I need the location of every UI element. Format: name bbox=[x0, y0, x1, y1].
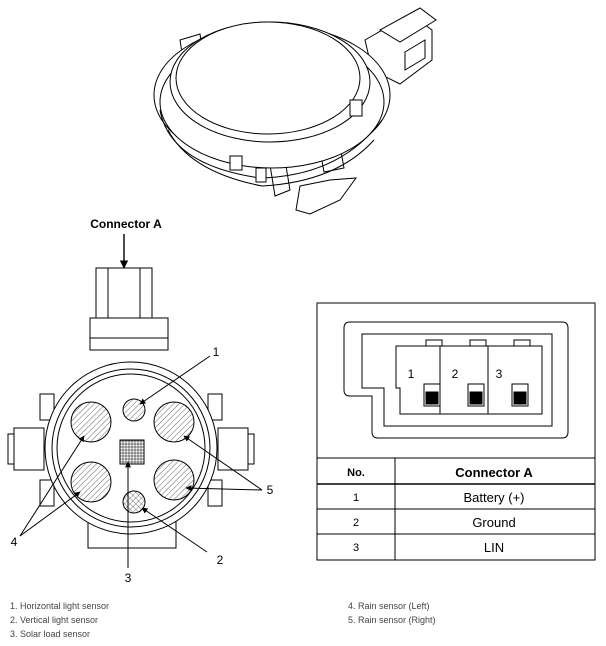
table-row-3-no: 3 bbox=[353, 542, 359, 554]
legend-item-5: 5. Rain sensor (Right) bbox=[348, 615, 436, 625]
callout-5: 5 bbox=[267, 483, 274, 497]
pin-number-1: 1 bbox=[408, 367, 415, 381]
horizontal-light-sensor bbox=[122, 398, 146, 422]
vertical-light-sensor bbox=[122, 490, 146, 514]
table-row-1-no: 1 bbox=[353, 492, 359, 504]
callout-lines bbox=[19, 355, 263, 568]
table-header-no: No. bbox=[347, 467, 365, 479]
pin-numbers: 1 2 3 bbox=[408, 367, 503, 381]
rain-sensor-left-upper bbox=[70, 401, 112, 443]
pin-number-3: 3 bbox=[496, 367, 503, 381]
sensor-3d-illustration bbox=[153, 7, 437, 215]
table-row-3-signal: LIN bbox=[484, 540, 504, 555]
legend-item-2: 2. Vertical light sensor bbox=[10, 615, 99, 625]
table-row-2-signal: Ground bbox=[472, 515, 515, 530]
table-row-1-signal: Battery (+) bbox=[463, 490, 524, 505]
callout-numbers: 1 2 3 4 5 bbox=[11, 345, 274, 585]
solar-load-sensor bbox=[119, 439, 145, 465]
table-header-connector: Connector A bbox=[455, 465, 533, 480]
connector-pinout bbox=[316, 302, 596, 459]
sensor-elements bbox=[70, 398, 195, 514]
legend-item-3: 3. Solar load sensor bbox=[10, 629, 91, 639]
pin-table bbox=[316, 457, 596, 561]
connector-a-label: Connector A bbox=[90, 217, 162, 231]
pin-table-text: No. Connector A 1 Battery (+) 2 Ground 3… bbox=[347, 465, 533, 555]
callout-1: 1 bbox=[213, 345, 220, 359]
callout-3: 3 bbox=[125, 571, 132, 585]
legend-left: 1. Horizontal light sensor 2. Vertical l… bbox=[10, 599, 109, 641]
rain-sensor-right-lower bbox=[153, 459, 195, 501]
pin-number-2: 2 bbox=[452, 367, 459, 381]
legend-item-4: 4. Rain sensor (Left) bbox=[348, 601, 430, 611]
rain-sensor-left-lower bbox=[70, 461, 112, 503]
callout-2: 2 bbox=[217, 553, 224, 567]
legend-item-1: 1. Horizontal light sensor bbox=[10, 601, 110, 611]
rain-sensor-right-upper bbox=[153, 401, 195, 443]
table-row-2-no: 2 bbox=[353, 517, 359, 529]
legend-right: 4. Rain sensor (Left) 5. Rain sensor (Ri… bbox=[348, 599, 436, 627]
callout-4: 4 bbox=[11, 535, 18, 549]
